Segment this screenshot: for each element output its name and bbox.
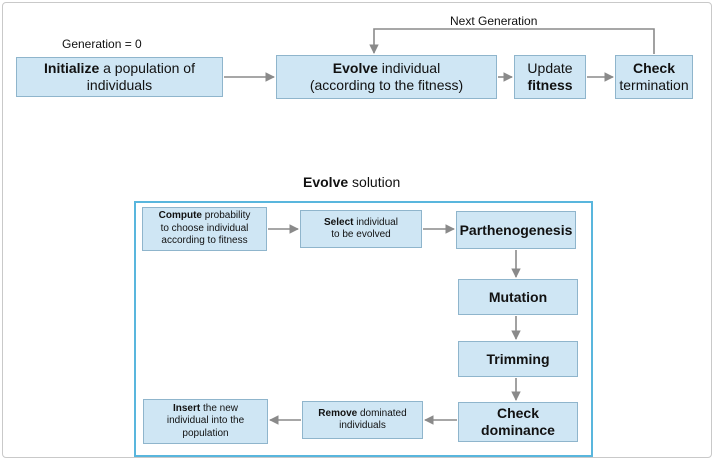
trimming-label: Trimming xyxy=(486,350,550,367)
insert-individual-box: Insert the new individual into the popul… xyxy=(143,399,268,444)
initialize-text: a population of xyxy=(99,60,195,77)
evolve-bold: Evolve xyxy=(332,60,378,77)
remove-text-line2: individuals xyxy=(339,420,386,431)
compute-text: probability xyxy=(201,210,251,222)
insert-text-line2: individual into the xyxy=(166,415,245,427)
parthenogenesis-label: Parthenogenesis xyxy=(459,221,573,238)
initialize-text-line2: individuals xyxy=(86,77,153,93)
initialize-box: Initialize a population of individuals xyxy=(16,57,223,97)
next-generation-label: Next Generation xyxy=(450,14,538,28)
evolve-text: individual xyxy=(377,60,441,77)
check-dominance-line1: Check xyxy=(496,405,540,422)
update-fitness-box: Update fitness xyxy=(514,55,586,99)
insert-bold: Insert xyxy=(172,402,201,414)
remove-dominated-box: Remove dominated individuals xyxy=(302,401,423,439)
evolve-text-line2: (according to the fitness) xyxy=(309,77,464,93)
select-text: individual xyxy=(353,216,398,228)
check-dominance-line2: dominance xyxy=(481,422,555,438)
check-termination-box: Check termination xyxy=(615,55,693,99)
initialize-bold: Initialize xyxy=(44,60,100,77)
insert-text: the new xyxy=(200,402,239,414)
parthenogenesis-box: Parthenogenesis xyxy=(456,211,576,249)
remove-bold: Remove xyxy=(318,407,358,419)
compute-text-line3: according to fitness xyxy=(161,235,248,247)
select-bold: Select xyxy=(324,216,354,228)
compute-text-line2: to choose individual xyxy=(160,222,249,234)
remove-text: dominated xyxy=(357,407,407,419)
evolve-individual-box: Evolve individual (according to the fitn… xyxy=(276,55,497,99)
insert-text-line3: population xyxy=(182,427,229,439)
compute-probability-box: Compute probability to choose individual… xyxy=(142,207,267,251)
select-text-line2: to be evolved xyxy=(331,229,391,240)
mutation-box: Mutation xyxy=(458,279,578,315)
evolve-solution-title-rest: solution xyxy=(348,174,401,190)
arrow-next-generation-loop xyxy=(369,28,655,54)
evolve-solution-container xyxy=(134,201,593,457)
mutation-label: Mutation xyxy=(488,288,548,305)
compute-bold: Compute xyxy=(158,210,202,222)
check-dominance-box: Check dominance xyxy=(458,402,578,442)
evolve-solution-title-bold: Evolve xyxy=(303,174,349,190)
evolve-solution-title: Evolve solution xyxy=(303,174,400,190)
update-bold: fitness xyxy=(527,77,573,93)
generation-zero-label: Generation = 0 xyxy=(62,37,142,51)
figure-frame xyxy=(2,2,712,458)
check-termination-text: termination xyxy=(619,77,689,93)
check-bold: Check xyxy=(632,60,675,77)
trimming-box: Trimming xyxy=(458,341,578,377)
update-text: Update xyxy=(527,60,573,77)
select-individual-box: Select individual to be evolved xyxy=(300,210,422,248)
